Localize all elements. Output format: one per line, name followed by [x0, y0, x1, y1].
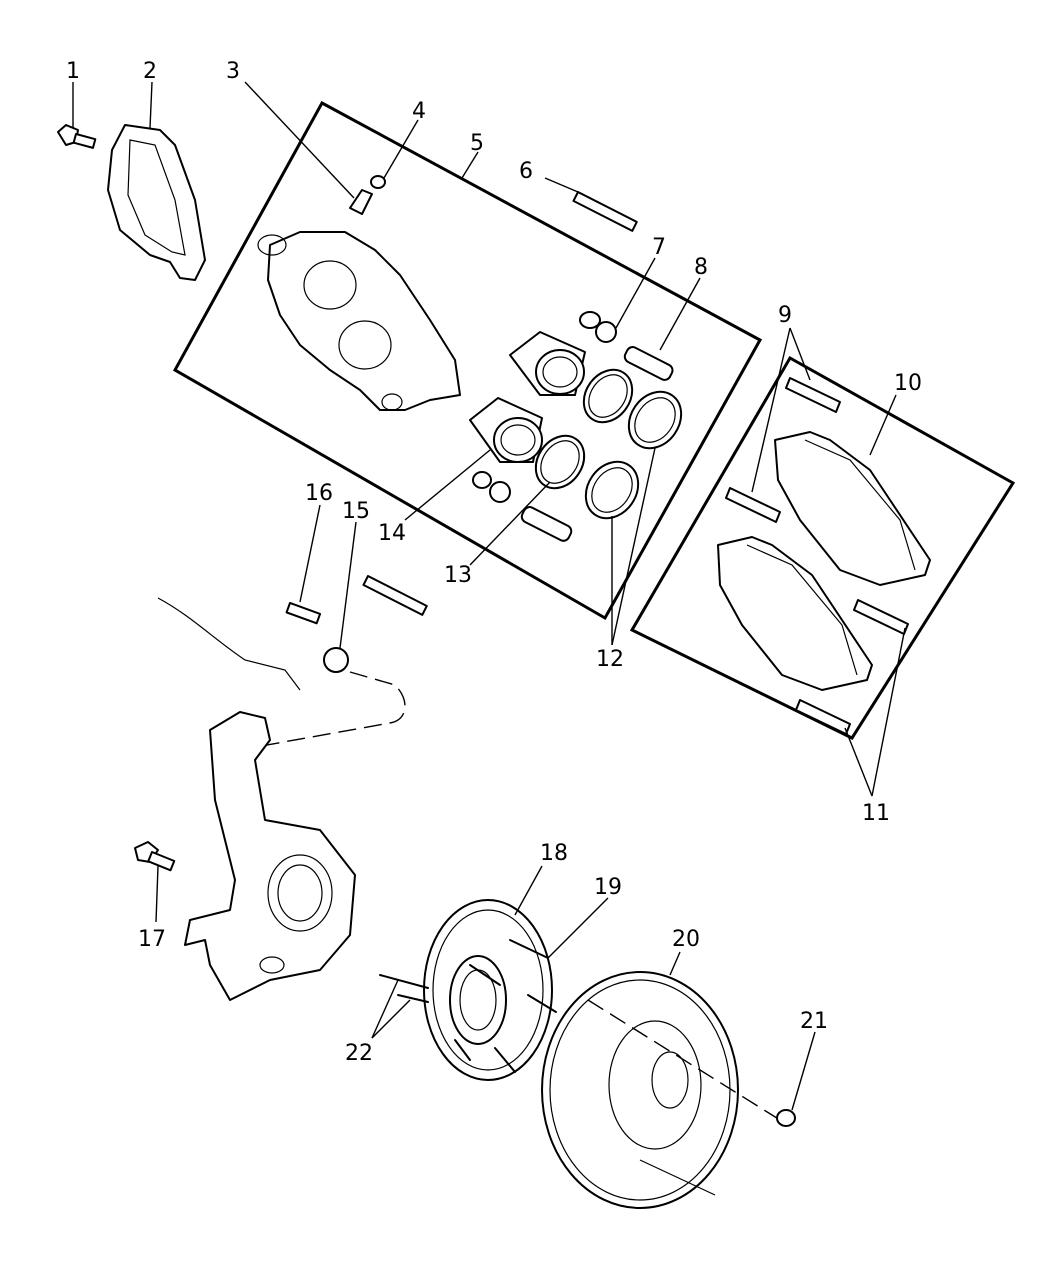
part-9-clip-upper[interactable] [785, 377, 841, 413]
callout-11: 11 [862, 801, 890, 826]
callout-16: 16 [305, 481, 333, 506]
part-14b-piston[interactable] [469, 397, 543, 463]
part-10-brake-pad-upper[interactable] [774, 431, 931, 586]
wheel-speed-sensor-wire [157, 597, 301, 691]
callout-4: 4 [412, 99, 426, 124]
rotor-axis-line [587, 999, 781, 1121]
callout-13: 13 [444, 563, 472, 588]
guide-bolt-loose[interactable] [362, 575, 428, 616]
callout-1: 1 [66, 59, 80, 84]
caliper-kit-outline [172, 100, 763, 621]
callout-6: 6 [519, 159, 533, 184]
callout-14: 14 [378, 521, 406, 546]
callout-2: 2 [143, 59, 157, 84]
part-9-clip-lower[interactable] [725, 487, 781, 523]
callout-7: 7 [652, 235, 666, 260]
callout-10: 10 [894, 371, 922, 396]
part-8b-sleeve[interactable] [520, 505, 574, 543]
part-11-clip-upper[interactable] [853, 599, 909, 635]
part-19-wheel-studs[interactable] [454, 939, 557, 1073]
callout-19: 19 [594, 875, 622, 900]
callout-18: 18 [540, 841, 568, 866]
callout-21: 21 [800, 1009, 828, 1034]
part-16-bolt[interactable] [285, 602, 322, 625]
callout-8: 8 [694, 255, 708, 280]
callout-labels: 1 2 3 4 5 6 7 8 9 10 11 12 13 14 15 16 1… [66, 59, 922, 1066]
part-22-hub-bolts[interactable] [379, 974, 429, 1003]
part-12b-dust-boot[interactable] [575, 452, 649, 529]
part-12-dust-boot[interactable] [618, 382, 692, 459]
callout-20: 20 [672, 927, 700, 952]
part-15-grommet[interactable] [323, 647, 349, 673]
callout-5: 5 [470, 131, 484, 156]
rotor-axis-lower [639, 1159, 716, 1196]
part-14-piston[interactable] [509, 331, 586, 396]
part-10-brake-pad-lower[interactable] [717, 536, 873, 691]
part-3-bleeder-screw[interactable] [349, 189, 373, 215]
part-7-bushing[interactable] [579, 311, 617, 343]
part-18-hub-bearing[interactable] [423, 899, 553, 1081]
part-7b-bushing[interactable] [472, 471, 511, 503]
callout-3: 3 [226, 59, 240, 84]
part-1-bolt[interactable] [57, 124, 97, 149]
part-6-guide-pin-bolt[interactable] [572, 190, 638, 232]
callout-22: 22 [345, 1041, 373, 1066]
brake-pad-kit-outline [629, 355, 1016, 740]
sensor-wire-route [249, 671, 406, 749]
part-17-bolt[interactable] [134, 841, 176, 872]
part-13b-piston-seal[interactable] [526, 426, 594, 497]
callout-15: 15 [342, 499, 370, 524]
steering-knuckle[interactable] [184, 711, 356, 1001]
part-5-caliper-housing[interactable] [257, 231, 461, 411]
part-4-bleeder-cap[interactable] [370, 175, 386, 189]
callout-9: 9 [778, 303, 792, 328]
callout-12: 12 [596, 647, 624, 672]
part-20-brake-rotor[interactable] [541, 971, 739, 1209]
part-8-sleeve[interactable] [623, 345, 675, 382]
part-13-piston-seal[interactable] [574, 360, 642, 431]
callout-17: 17 [138, 927, 166, 952]
leader-lines [72, 81, 906, 1111]
part-2-caliper-adapter[interactable] [107, 124, 206, 281]
part-11-clip-lower[interactable] [795, 699, 851, 735]
part-21-nut[interactable] [776, 1109, 796, 1127]
